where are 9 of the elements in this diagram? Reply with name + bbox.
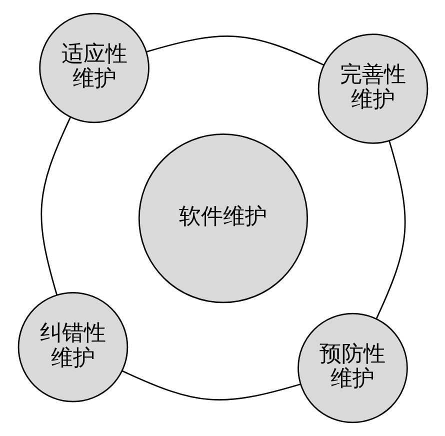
connector xyxy=(40,116,71,296)
connector xyxy=(146,36,324,66)
node-circle: 预防性维护 xyxy=(297,312,408,424)
connector xyxy=(375,140,406,319)
connector xyxy=(121,370,300,401)
node-circle: 纠错性维护 xyxy=(17,292,128,402)
node-circle: 软件维护 xyxy=(138,134,308,304)
node-circle: 适应性维护 xyxy=(38,12,149,124)
node-circle: 完善性维护 xyxy=(317,34,428,144)
